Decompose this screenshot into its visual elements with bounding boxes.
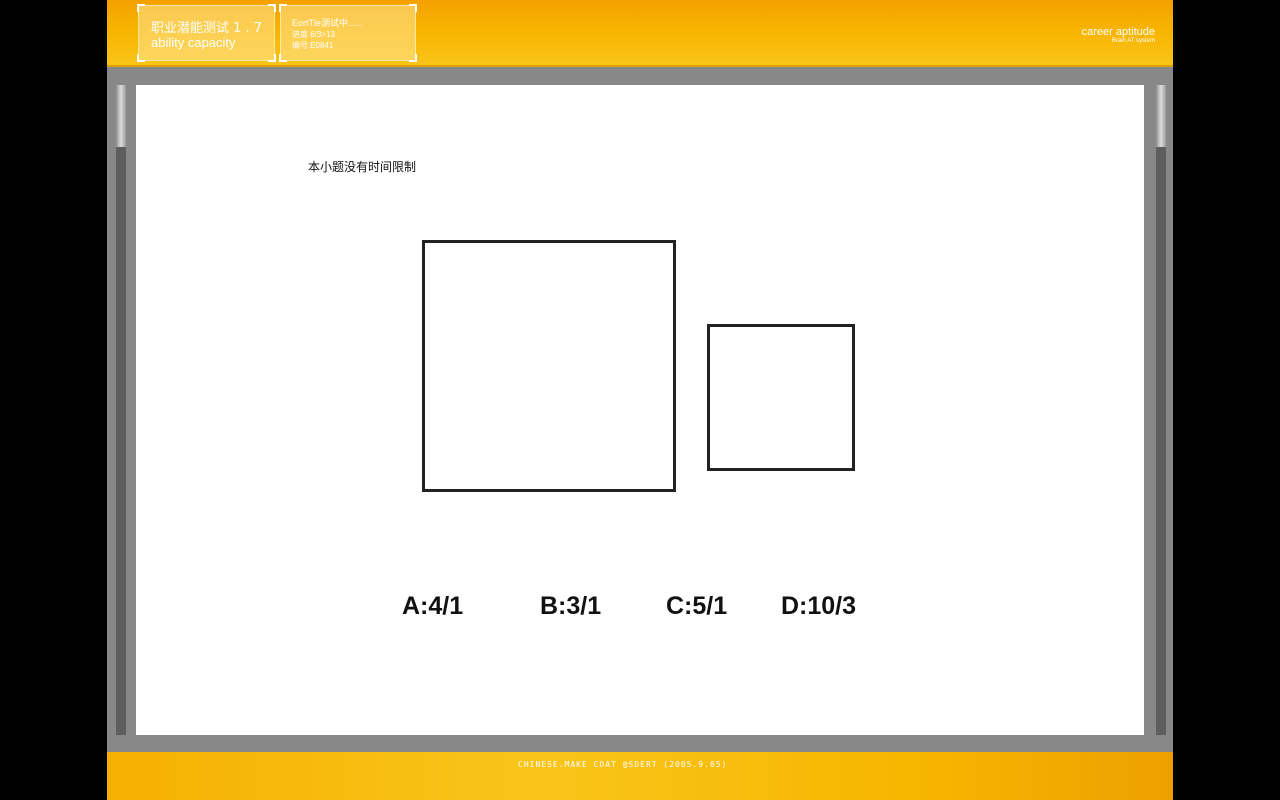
small-square (707, 324, 855, 471)
brand-subtitle: Brain AT system (1111, 38, 1155, 44)
question-figure (422, 240, 855, 492)
left-scrollbar[interactable] (116, 85, 126, 735)
right-scroll-thumb[interactable] (1156, 85, 1166, 147)
corner-bracket (409, 4, 417, 12)
footer-bar: CHINESE.MAKE COAT @SDERT (2005.9.05) (107, 752, 1173, 800)
corner-bracket (137, 4, 145, 12)
test-status: EortTle测试中...... (292, 18, 364, 28)
option-a-button[interactable]: A:4/1 (402, 592, 464, 620)
left-scroll-thumb[interactable] (116, 85, 126, 147)
header-bar: 职业潜能测试 1 . 7 ability capacity EortTle测试中… (107, 0, 1173, 67)
corner-bracket (279, 4, 287, 12)
footer-credit: CHINESE.MAKE COAT @SDERT (2005.9.05) (518, 760, 728, 769)
brand-title: career aptitude (1081, 26, 1155, 38)
title-panel: 职业潜能测试 1 . 7 ability capacity (137, 4, 276, 62)
serial-number: 编号:E0841 (292, 41, 334, 50)
app-title-cn: 职业潜能测试 1 . 7 (151, 21, 263, 36)
question-panel: 本小题没有时间限制 A:4/1 B:3/1 C:5/1 D:10/3 (136, 85, 1144, 735)
option-b-button[interactable]: B:3/1 (540, 592, 602, 620)
corner-bracket (409, 54, 417, 62)
corner-bracket (268, 4, 276, 12)
app-window: 职业潜能测试 1 . 7 ability capacity EortTle测试中… (107, 0, 1173, 800)
status-panel: EortTle测试中...... 进度 6/3>13 编号:E0841 (279, 4, 417, 62)
option-d-button[interactable]: D:10/3 (781, 592, 857, 620)
corner-bracket (137, 54, 145, 62)
option-c-button[interactable]: C:5/1 (666, 592, 728, 620)
corner-bracket (268, 54, 276, 62)
large-square (422, 240, 676, 492)
time-limit-note: 本小题没有时间限制 (308, 160, 417, 174)
corner-bracket (279, 54, 287, 62)
progress-text: 进度 6/3>13 (292, 30, 335, 39)
right-scrollbar[interactable] (1156, 85, 1166, 735)
app-title-en: ability capacity (151, 35, 236, 50)
